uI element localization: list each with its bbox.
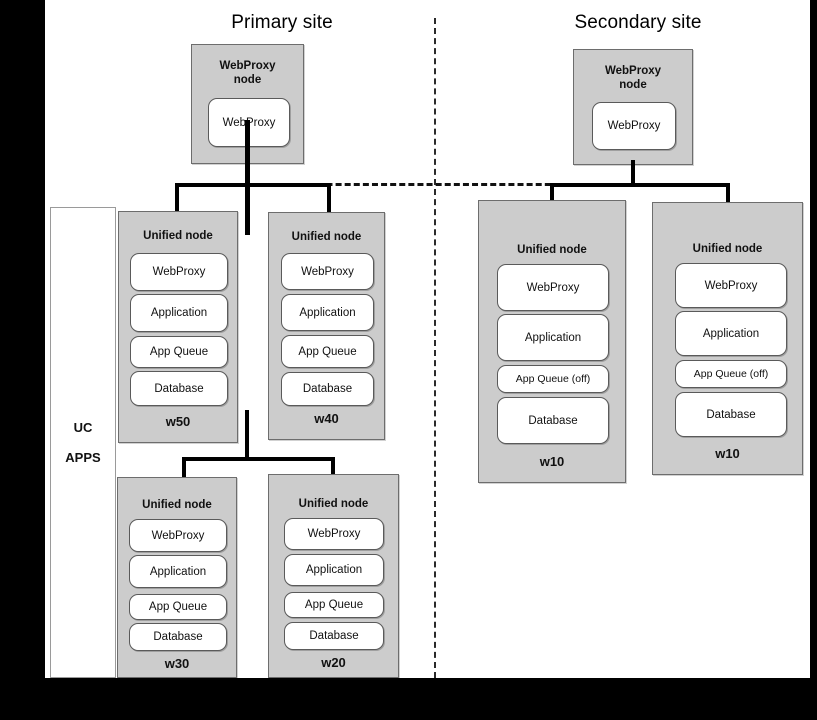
node-w10-right-pill-database[interactable]: Database [675,392,787,437]
node-w30[interactable]: Unified node WebProxy Application App Qu… [117,477,237,678]
primary-lower-bus [182,457,335,461]
uc-apps-panel: UC APPS [50,207,116,678]
primary-lower-bus-drop-left [182,457,186,479]
site-divider-dashed-line [434,18,436,678]
uc-apps-label-line1: UC [73,419,93,435]
node-w50-title: Unified node [143,230,213,242]
node-w10-left-pill-webproxy[interactable]: WebProxy [497,264,609,311]
node-w10-right-title: Unified node [692,243,763,255]
node-w50[interactable]: Unified node WebProxy Application App Qu… [118,211,238,443]
node-w10-left[interactable]: Unified node WebProxy Application App Qu… [478,200,626,483]
secondary-bus-drop-right [726,183,730,205]
node-w10-right-pill-application[interactable]: Application [675,311,787,356]
primary-top-bus-drop-left [175,183,179,213]
node-w10-left-pill-application[interactable]: Application [497,314,609,361]
primary-webproxy-node-title-line1: WebProxy [219,60,276,72]
node-w20-pill-webproxy[interactable]: WebProxy [284,518,384,550]
node-w20-title: Unified node [298,498,369,510]
node-w50-pill-database[interactable]: Database [130,371,228,406]
node-w10-left-footer: w10 [539,454,565,469]
secondary-webproxy-node[interactable]: WebProxy node WebProxy [573,49,693,165]
diagram-canvas: Primary site Secondary site WebProxy nod… [45,0,810,678]
node-w40-pill-webproxy[interactable]: WebProxy [281,253,374,290]
secondary-bus-drop-left [550,183,554,203]
node-w30-pill-application[interactable]: Application [129,555,227,588]
node-w10-left-pill-app-queue-off[interactable]: App Queue (off) [497,365,609,393]
node-w50-pill-app-queue[interactable]: App Queue [130,336,228,368]
node-w10-right[interactable]: Unified node WebProxy Application App Qu… [652,202,803,475]
node-w30-pill-database[interactable]: Database [129,623,227,651]
uc-apps-label-line2: APPS [65,449,101,465]
node-w20-footer: w20 [321,655,346,670]
node-w50-pill-webproxy[interactable]: WebProxy [130,253,228,291]
primary-top-bus [175,183,331,187]
node-w10-right-pill-app-queue-off[interactable]: App Queue (off) [675,360,787,388]
node-w50-pill-application[interactable]: Application [130,294,228,332]
primary-lower-bus-drop-right [331,457,335,479]
node-w20-pill-database[interactable]: Database [284,622,384,650]
node-w10-right-pill-webproxy[interactable]: WebProxy [675,263,787,308]
node-w50-footer: w50 [165,414,191,429]
node-w40-footer: w40 [314,411,339,426]
primary-mid-trunk-line [245,410,249,460]
secondary-bus [550,183,730,187]
node-w30-pill-app-queue[interactable]: App Queue [129,594,227,620]
secondary-webproxy-node-title-line1: WebProxy [604,65,662,77]
node-w40-pill-database[interactable]: Database [281,372,374,406]
node-w20-pill-app-queue[interactable]: App Queue [284,592,384,618]
secondary-webproxy-node-title-line2: node [619,79,647,91]
node-w10-left-pill-database[interactable]: Database [497,397,609,444]
secondary-webproxy-service-pill[interactable]: WebProxy [592,102,676,150]
primary-top-bus-drop-right [327,183,331,213]
secondary-proxy-trunk-line [631,160,635,186]
node-w40[interactable]: Unified node WebProxy Application App Qu… [268,212,385,440]
node-w30-title: Unified node [142,499,212,511]
node-w20[interactable]: Unified node WebProxy Application App Qu… [268,474,399,678]
node-w10-left-title: Unified node [517,244,587,256]
node-w40-pill-application[interactable]: Application [281,294,374,331]
secondary-site-title: Secondary site [574,12,702,33]
node-w30-footer: w30 [164,656,190,671]
primary-proxy-trunk-line [245,120,250,235]
node-w10-right-footer: w10 [715,446,740,461]
node-w30-pill-webproxy[interactable]: WebProxy [129,519,227,552]
node-w20-pill-application[interactable]: Application [284,554,384,586]
node-w40-title: Unified node [291,231,362,243]
node-w40-pill-app-queue[interactable]: App Queue [281,335,374,368]
primary-webproxy-node-title-line2: node [233,74,262,86]
primary-site-title: Primary site [231,12,333,33]
inter-site-dashed-link [281,183,569,186]
